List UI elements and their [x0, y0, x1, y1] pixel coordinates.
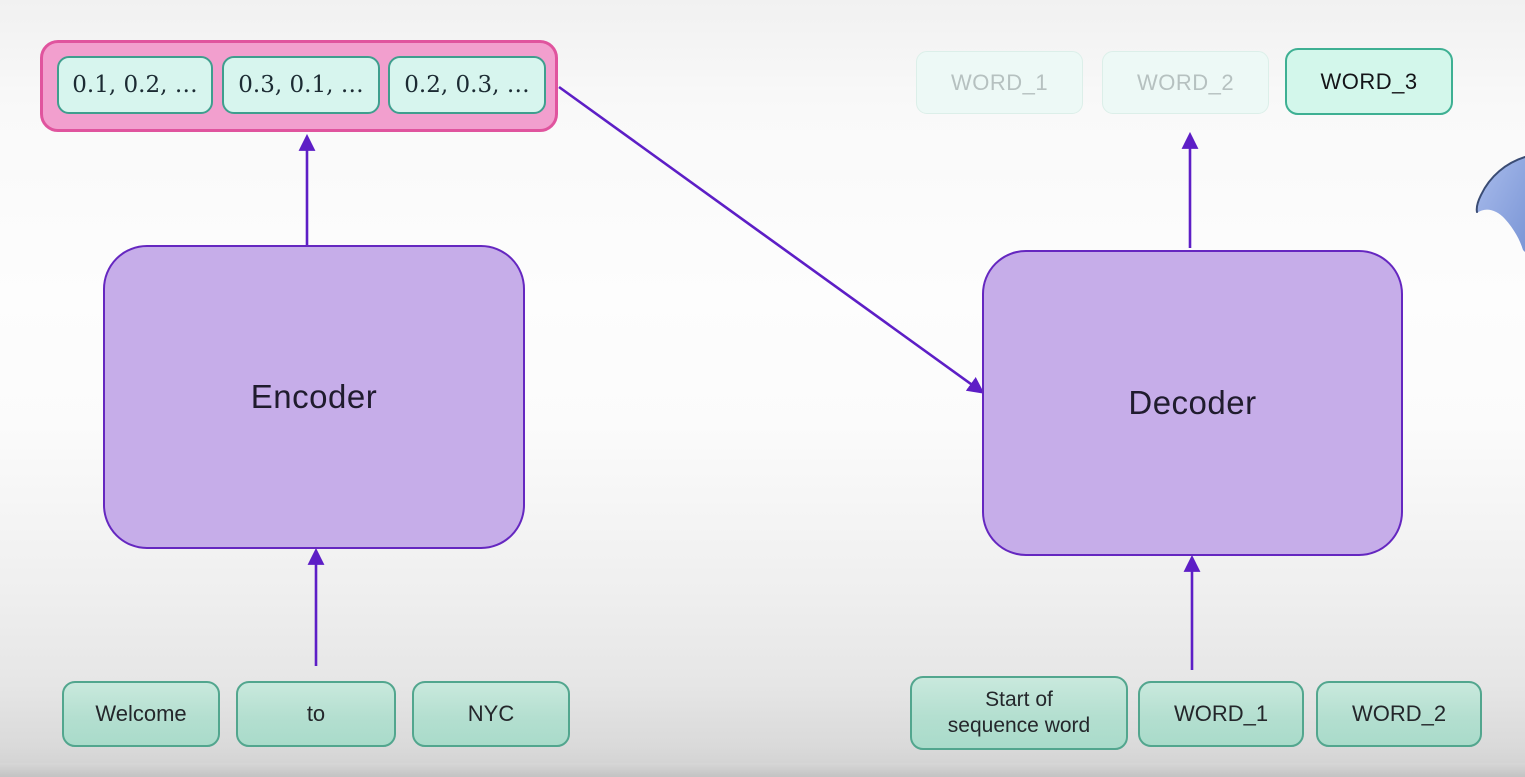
decoder-input-word-3: WORD_2	[1316, 681, 1482, 747]
encoder-input-word-1: Welcome	[62, 681, 220, 747]
decoder-output-word-1-label: WORD_1	[950, 69, 1049, 95]
decoder-output-word-3-label: WORD_3	[1320, 68, 1418, 94]
context-vector-3: 0.2, 0.3, …	[388, 56, 546, 114]
context-vector-1: 0.1, 0.2, …	[57, 56, 213, 114]
encoder-input-word-3: NYC	[412, 681, 570, 747]
decoder-label: Decoder	[1128, 384, 1257, 421]
context-vector-2: 0.3, 0.1, …	[222, 56, 380, 114]
arrow-vectors-to-decoder	[558, 85, 985, 394]
decoder-output-word-1: WORD_1	[916, 51, 1083, 114]
decoder-block: Decoder	[982, 250, 1403, 556]
decoder-input-word-2: WORD_1	[1138, 681, 1304, 747]
encoder-input-word-2: to	[236, 681, 396, 747]
encoder-input-word-1-label: Welcome	[95, 701, 187, 727]
encoder-input-word-2-label: to	[306, 701, 326, 727]
context-vector-2-label: 0.3, 0.1, …	[238, 72, 364, 98]
encoder-label: Encoder	[250, 378, 378, 415]
context-vector-1-label: 0.1, 0.2, …	[72, 72, 198, 98]
context-vector-3-label: 0.2, 0.3, …	[404, 72, 530, 98]
blue-cursor-shape	[1475, 156, 1525, 252]
decoder-input-word-3-label: WORD_2	[1351, 701, 1447, 727]
encoder-block: Encoder	[103, 245, 525, 549]
context-vector-container: 0.1, 0.2, … 0.3, 0.1, … 0.2, 0.3, …	[40, 40, 558, 132]
encoder-input-word-3-label: NYC	[467, 701, 515, 727]
decoder-output-word-2: WORD_2	[1102, 51, 1269, 114]
decoder-output-word-2-label: WORD_2	[1136, 69, 1235, 95]
decoder-input-word-1: Start of sequence word	[910, 676, 1128, 750]
decoder-input-word-1-label: Start of sequence word	[947, 687, 1091, 737]
decoder-input-word-2-label: WORD_1	[1173, 701, 1269, 727]
bottom-edge-shade	[0, 763, 1525, 777]
decoder-output-word-3: WORD_3	[1285, 48, 1453, 115]
